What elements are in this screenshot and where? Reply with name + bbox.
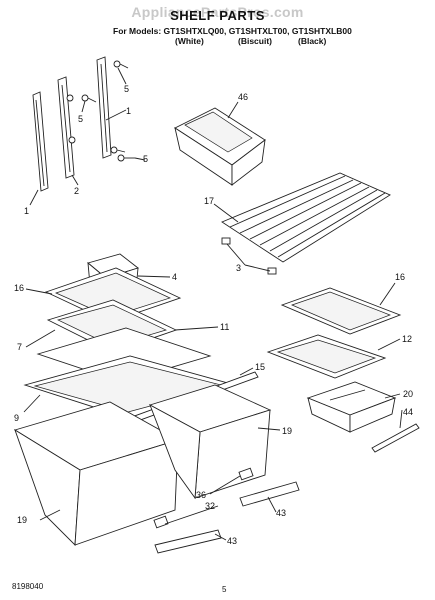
callout-5-bottom: 5 (143, 154, 148, 164)
callout-11: 11 (220, 322, 229, 332)
shelf-track-left (32, 91, 49, 192)
meat-drawer (306, 381, 397, 433)
callout-1-left: 1 (24, 206, 29, 216)
model-list: For Models: GT1SHTXLQ00, GT1SHTXLT00, GT… (113, 26, 352, 36)
callout-labels: 1 1 2 5 5 5 46 17 3 4 16 16 7 11 12 15 9… (14, 84, 413, 546)
callout-43-right: 43 (276, 508, 286, 518)
document-code: 8198040 (12, 582, 44, 591)
callout-19-left: 19 (17, 515, 27, 525)
callout-5-middle: 5 (78, 114, 83, 124)
callout-9: 9 (14, 413, 19, 423)
crisper-drawer-left (13, 401, 180, 547)
rail-rods (154, 481, 300, 554)
rail-clips (153, 467, 254, 529)
callout-2: 2 (74, 186, 79, 196)
shelf-track-center (57, 76, 76, 179)
callout-4: 4 (172, 272, 177, 282)
color-black: (Black) (298, 36, 327, 46)
callout-19-right: 19 (282, 426, 292, 436)
page-title: SHELF PARTS (170, 8, 265, 23)
drawer-rail (371, 423, 420, 453)
callout-15: 15 (255, 362, 265, 372)
callout-16-left: 16 (14, 283, 24, 293)
callout-20: 20 (403, 389, 413, 399)
callout-36: 36 (196, 490, 206, 500)
color-white: (White) (175, 36, 204, 46)
wire-shelf (221, 172, 391, 263)
shelf-upper-right (280, 287, 402, 335)
leader-lines (23, 67, 403, 541)
shelf-lower-right (266, 334, 387, 379)
callout-12: 12 (402, 334, 412, 344)
screws (81, 60, 135, 162)
shelf-stops (221, 237, 277, 275)
page-number: 5 (222, 585, 227, 594)
callout-16-right: 16 (395, 272, 405, 282)
callout-44: 44 (403, 407, 413, 417)
callout-7: 7 (17, 342, 22, 352)
callout-3: 3 (236, 263, 241, 273)
callout-17: 17 (204, 196, 214, 206)
callout-46: 46 (238, 92, 248, 102)
shelf-track-right (96, 56, 112, 159)
callout-43-left: 43 (227, 536, 237, 546)
watermark: AppliancePartsPros.com (131, 4, 304, 20)
callout-1-right: 1 (126, 106, 131, 116)
dairy-bin (174, 107, 266, 186)
callout-5-top: 5 (124, 84, 129, 94)
callout-32: 32 (205, 501, 215, 511)
color-biscuit: (Biscuit) (238, 36, 272, 46)
